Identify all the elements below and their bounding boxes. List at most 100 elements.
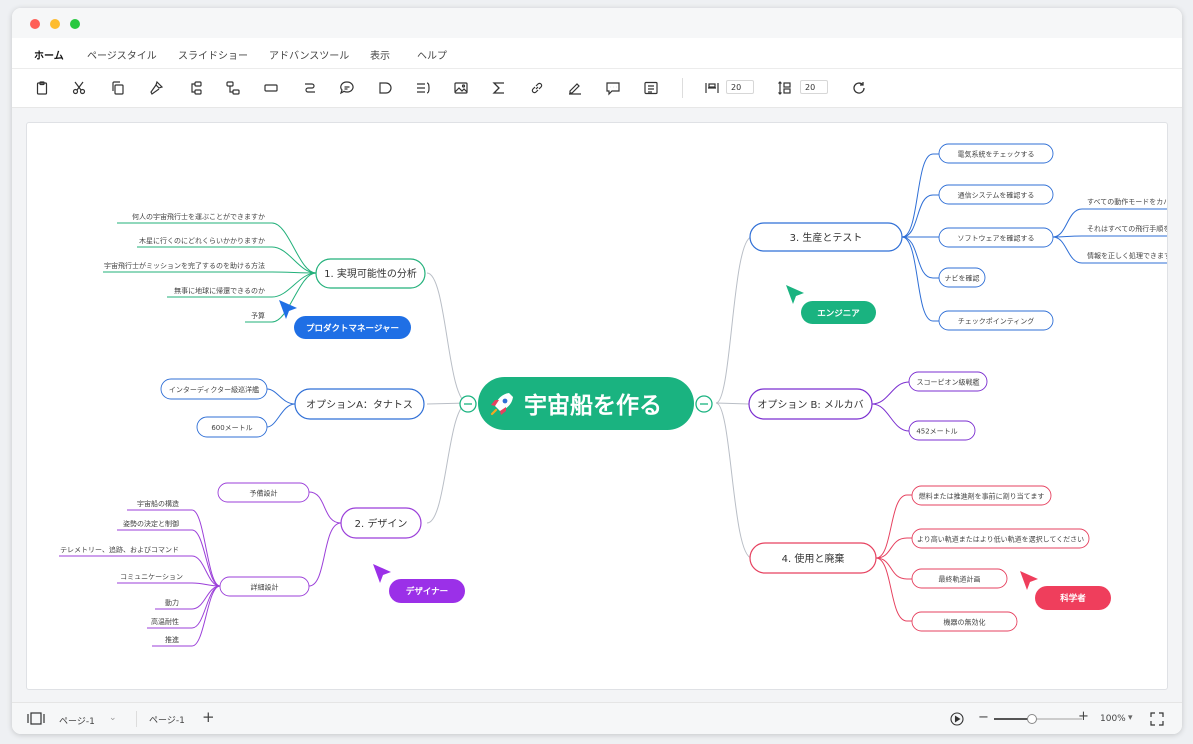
menu-advanced-tools[interactable]: アドバンスツール [269,51,350,62]
horizontal-spacing-icon [702,78,722,98]
horizontal-spacing-input[interactable]: 20 [726,80,754,94]
menu-bar: ホーム ページスタイル スライドショー アドバンスツール 表示 ヘルプ [12,38,1182,69]
production-item[interactable]: 通信システムを確認する [938,184,1054,205]
page-tab[interactable]: ページ-1 [149,716,185,726]
zoom-dropdown-icon[interactable]: ▾ [1128,713,1133,723]
designer-cursor-icon [373,564,391,583]
zoom-in-icon[interactable]: + [1078,709,1089,724]
svg-text:452メートル: 452メートル [916,428,957,436]
topic-option-b[interactable]: オプション B: メルカバ [748,388,873,420]
refresh-icon[interactable] [849,78,869,98]
play-icon[interactable] [950,712,964,729]
link-icon[interactable] [527,78,547,98]
svg-text:インターディクター級巡洋艦: インターディクター級巡洋艦 [169,385,259,394]
maximize-window-button[interactable] [70,19,80,29]
collapse-left-button[interactable] [459,395,477,413]
format-painter-icon[interactable] [146,78,166,98]
zoom-slider[interactable] [994,714,1082,724]
design-detail-item[interactable]: 宇宙船の構造 [137,499,179,508]
svg-text:科学者: 科学者 [1060,593,1086,604]
topic-usage-label: 4. 使用と廃棄 [782,552,845,565]
scissors-icon[interactable] [69,78,89,98]
copy-icon[interactable] [108,78,128,98]
rectangle-icon[interactable] [261,78,281,98]
menu-slideshow[interactable]: スライドショー [178,51,248,62]
vertical-spacing-input[interactable]: 20 [800,80,828,94]
central-topic-label: 宇宙船を作る [524,392,662,419]
option-b-item[interactable]: 452メートル [908,420,976,441]
zoom-slider-thumb[interactable] [1027,714,1037,724]
design-detail-item[interactable]: コミュニケーション [120,573,183,581]
minimize-window-button[interactable] [50,19,60,29]
production-item[interactable]: 電気系統をチェックする [938,143,1054,164]
software-item[interactable]: 情報を正しく処理できます [1087,251,1167,260]
add-page-icon[interactable]: + [202,708,215,726]
menu-page-style[interactable]: ページスタイル [87,51,157,62]
usage-item[interactable]: 燃料または推進剤を事前に割り当てます [911,485,1052,506]
image-icon[interactable] [451,78,471,98]
design-detail-item[interactable]: 推進 [165,635,179,644]
menu-home[interactable]: ホーム [34,51,64,62]
role-tag-designer: デザイナー [389,579,465,603]
option-a-item[interactable]: インターディクター級巡洋艦 [160,378,268,400]
svg-text:ナビを確認: ナビを確認 [945,274,980,283]
design-detail-item[interactable]: 姿勢の決定と制御 [123,519,179,528]
option-a-item[interactable]: 600メートル [196,416,268,438]
page-panel-icon[interactable] [26,712,46,728]
design-detail-item[interactable]: 高温耐性 [151,617,179,626]
topic-production[interactable]: 3. 生産とテスト [749,222,903,252]
feasibility-item[interactable]: 何人の宇宙飛行士を運ぶことができますか [132,212,265,221]
zoom-out-icon[interactable]: − [978,710,989,725]
feasibility-item[interactable]: 宇宙飛行士がミッションを完了するのを助ける方法 [104,261,265,270]
feasibility-item[interactable]: 無事に地球に帰還できるのか [174,286,265,295]
menu-help[interactable]: ヘルプ [417,51,447,62]
close-window-button[interactable] [30,19,40,29]
svg-text:機器の無効化: 機器の無効化 [944,618,986,627]
topic-feasibility[interactable]: 1. 実現可能性の分析 [315,258,426,289]
pen-icon[interactable] [565,78,585,98]
chevron-down-icon[interactable]: ⌄ [109,713,117,723]
clipboard-icon[interactable] [32,78,52,98]
collapse-right-button[interactable] [695,395,713,413]
topic-icon[interactable] [185,78,205,98]
formula-icon[interactable] [489,78,509,98]
central-topic[interactable]: 宇宙船を作る [478,377,694,430]
option-b-item[interactable]: スコーピオン級戦艦 [908,371,988,392]
callout-icon[interactable] [337,78,357,98]
topic-option-a[interactable]: オプションA：タナトス [294,388,425,420]
topic-design[interactable]: 2. デザイン [340,507,422,539]
feasibility-item[interactable]: 予算 [251,311,265,320]
design-detail-item[interactable]: テレメトリー、追跡、およびコマンド [60,545,179,554]
feasibility-item[interactable]: 木星に行くのにどれくらいかかりますか [139,236,265,245]
topic-usage[interactable]: 4. 使用と廃棄 [749,542,877,574]
comment-icon[interactable] [603,78,623,98]
design-detail-item[interactable]: 動力 [165,598,179,607]
connector-icon[interactable] [300,78,320,98]
zoom-level[interactable]: 100% [1100,714,1126,724]
mindmap-canvas[interactable]: 宇宙船を作る 1. 実現可能性の分析 何人の宇宙飛行士を運ぶことができますか 木… [26,122,1168,690]
design-preliminary[interactable]: 予備設計 [217,482,310,503]
software-item[interactable]: それはすべての飛行手順を [1087,224,1167,233]
title-bar [12,8,1182,38]
boundary-icon[interactable] [375,78,395,98]
note-icon[interactable] [641,78,661,98]
summary-icon[interactable] [413,78,433,98]
production-item[interactable]: チェックポインティング [938,310,1054,331]
production-item[interactable]: ソフトウェアを確認する [938,227,1054,248]
production-item[interactable]: ナビを確認 [938,267,986,288]
subtopic-icon[interactable] [223,78,243,98]
topic-design-label: 2. デザイン [355,517,408,530]
page-selector[interactable]: ページ-1 [59,717,95,727]
usage-item[interactable]: 最終軌道計画 [911,568,1008,589]
topic-production-label: 3. 生産とテスト [790,231,863,244]
usage-item[interactable]: より高い軌道またはより低い軌道を選択してください [911,528,1090,549]
scientist-cursor-icon [1020,571,1038,590]
software-item[interactable]: すべての動作モードをカバー [1087,197,1167,206]
topic-option-b-label: オプション B: メルカバ [757,399,863,411]
design-detail[interactable]: 詳細設計 [219,576,310,597]
topic-feasibility-label: 1. 実現可能性の分析 [324,267,417,280]
usage-item[interactable]: 機器の無効化 [911,611,1018,632]
menu-view[interactable]: 表示 [370,51,390,62]
role-tag-pm: プロダクトマネージャー [294,316,411,339]
fullscreen-icon[interactable] [1150,712,1164,729]
